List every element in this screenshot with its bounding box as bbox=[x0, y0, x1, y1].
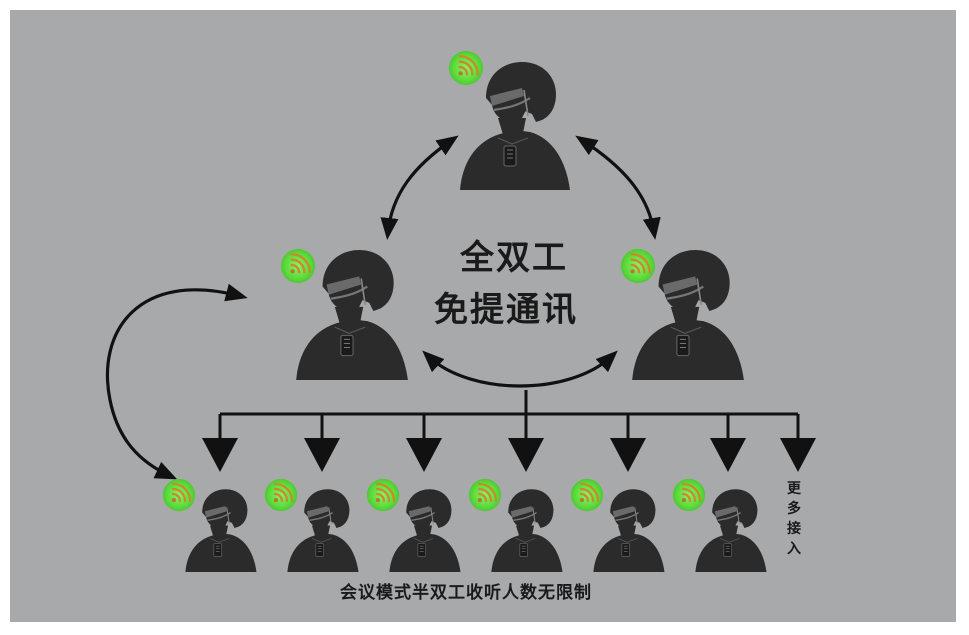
wireless-signal-icon bbox=[280, 248, 316, 284]
title-line-1: 全双工 bbox=[460, 238, 568, 278]
more-access-char-4: 入 bbox=[787, 541, 801, 557]
drop-arrowhead bbox=[780, 438, 816, 472]
wireless-signal-icon bbox=[366, 478, 400, 512]
wireless-signal-icon bbox=[448, 50, 484, 86]
more-access-char-3: 接 bbox=[787, 521, 801, 537]
drop-arrowhead bbox=[304, 438, 340, 472]
duplex-arrow-top-left bbox=[380, 135, 459, 240]
drop-arrowhead bbox=[508, 438, 544, 472]
drop-arrowhead bbox=[610, 438, 646, 472]
side-link-arrow bbox=[105, 283, 248, 480]
duplex-arrow-top-right bbox=[575, 135, 661, 240]
wireless-signal-icon bbox=[672, 478, 706, 512]
more-access-char-1: 更 bbox=[787, 481, 801, 497]
broadcast-bus bbox=[202, 390, 816, 472]
more-access-char-2: 多 bbox=[787, 501, 801, 517]
drop-arrowhead bbox=[710, 438, 746, 472]
drop-arrowhead bbox=[202, 438, 238, 472]
wireless-signal-icon bbox=[264, 478, 298, 512]
wireless-signal-icon bbox=[468, 478, 502, 512]
drop-arrowhead bbox=[406, 438, 442, 472]
title-line-2: 免提通讯 bbox=[434, 290, 578, 330]
wireless-signal-icon bbox=[570, 478, 604, 512]
wireless-signal-icon bbox=[162, 478, 196, 512]
duplex-arrow-bottom bbox=[422, 350, 618, 388]
wireless-signal-icon bbox=[620, 248, 656, 284]
footer-caption: 会议模式半双工收听人数无限制 bbox=[340, 583, 592, 603]
